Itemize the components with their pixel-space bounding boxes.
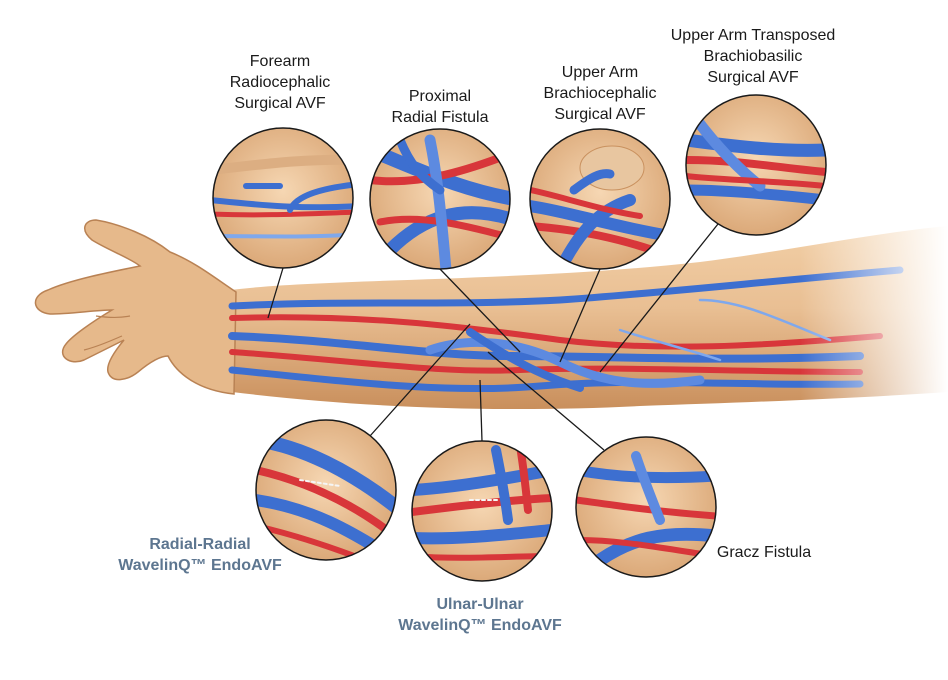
inset-upper-arm-brachiocephalic — [529, 128, 671, 270]
inset-gracz — [575, 436, 717, 578]
inset-upper-arm-transposed — [685, 94, 827, 236]
label-upper-arm-brachiocephalic: Upper Arm Brachiocephalic Surgical AVF — [543, 64, 657, 123]
inset-proximal-radial — [369, 128, 511, 270]
inset-forearm-radiocephalic — [212, 127, 354, 269]
label-forearm-radiocephalic: Forearm Radiocephalic Surgical AVF — [229, 53, 331, 112]
label-proximal-radial: Proximal Radial Fistula — [391, 88, 489, 126]
label-radial-radial: Radial-Radial WavelinQ™ EndoAVF — [118, 536, 282, 574]
label-upper-arm-transposed: Upper Arm Transposed Brachiobasilic Surg… — [670, 27, 836, 86]
label-ulnar-ulnar: Ulnar-Ulnar WavelinQ™ EndoAVF — [398, 596, 562, 634]
inset-ulnar-ulnar — [411, 440, 553, 582]
label-gracz: Gracz Fistula — [716, 544, 812, 561]
leader-lines — [267, 223, 719, 451]
arm — [34, 200, 948, 420]
